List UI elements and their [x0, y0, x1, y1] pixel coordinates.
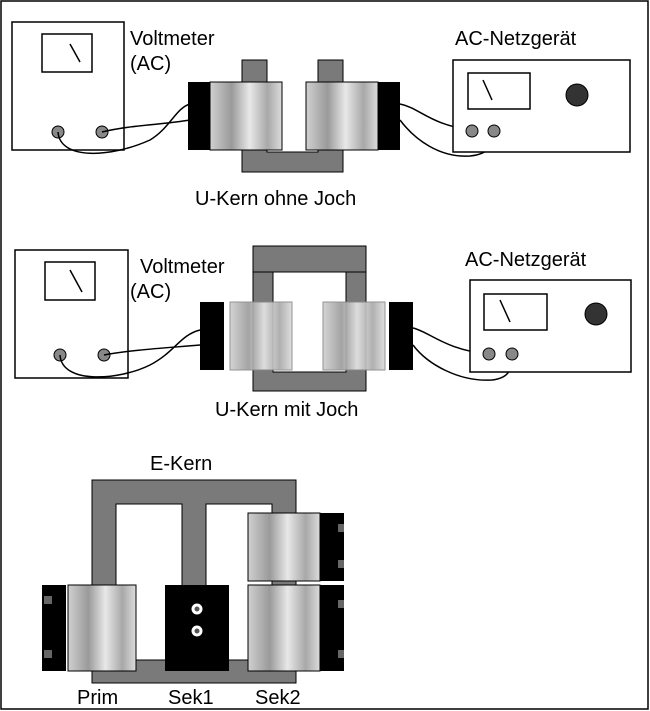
voltmeter-label-ac: (AC): [130, 53, 171, 75]
coil-flange: [389, 302, 413, 370]
coil-left: [188, 81, 283, 151]
coil-label-sek2: Sek2: [255, 687, 301, 709]
voltmeter-display: [44, 261, 96, 301]
coil-flange: [200, 302, 224, 370]
coil-terminal: [338, 600, 344, 608]
core-label: E-Kern: [150, 453, 212, 475]
voltmeter-label-ac: (AC): [130, 281, 171, 303]
power-supply-needle: [482, 79, 493, 101]
voltmeter-needle: [69, 43, 81, 63]
coil-terminal: [44, 650, 52, 658]
coil-winding: [305, 81, 379, 151]
wire: [101, 119, 191, 133]
power-supply-label: AC-Netzgerät: [465, 249, 587, 271]
setup-u-core-open: Voltmeter (AC) AC-Netzgerät U-Kern o: [11, 21, 631, 210]
power-supply-display: [483, 293, 548, 331]
coil-right: [305, 81, 400, 151]
coil-right: [322, 301, 413, 371]
coil-flange: [320, 513, 344, 581]
voltmeter-display: [41, 33, 93, 73]
core-label: U-Kern ohne Joch: [195, 188, 356, 210]
coil-label-prim: Prim: [77, 687, 118, 709]
voltmeter-label: Voltmeter: [140, 256, 225, 278]
coil-prim: [42, 584, 137, 672]
coil-label-sek1: Sek1: [168, 687, 214, 709]
setup-u-core-yoke: Voltmeter (AC) AC-Netzgerät U-K: [14, 245, 632, 421]
core-label: U-Kern mit Joch: [215, 399, 358, 421]
power-supply-terminal: [465, 124, 479, 138]
coil-winding: [247, 512, 321, 582]
power-supply-1: [452, 59, 631, 153]
power-supply-label: AC-Netzgerät: [455, 28, 577, 50]
coil-sek2-upper: [247, 512, 344, 582]
coil-left: [200, 301, 293, 371]
power-supply-needle: [499, 299, 511, 323]
wire: [57, 103, 191, 154]
power-supply-display: [467, 72, 531, 110]
voltmeter-needle: [69, 269, 83, 293]
coil-terminal: [338, 524, 344, 532]
voltmeter-label: Voltmeter: [130, 28, 215, 50]
power-supply-terminal: [482, 347, 496, 361]
coil-flange: [378, 82, 400, 150]
setup-e-core: E-Kern: [42, 453, 344, 709]
power-supply-terminal: [505, 347, 519, 361]
coil-winding: [247, 584, 321, 672]
knob-icon: [565, 83, 589, 107]
coil-winding: [209, 81, 283, 151]
coil-sek1: [165, 585, 229, 671]
wire: [59, 329, 201, 378]
coil-flange: [188, 82, 210, 150]
coil-terminal: [338, 560, 344, 568]
coil-sek2-lower: [247, 584, 344, 672]
coil-terminal: [44, 596, 52, 604]
coil-winding: [229, 301, 293, 371]
coil-winding: [322, 301, 386, 371]
socket-hole: [194, 606, 200, 612]
coil-winding: [67, 584, 137, 672]
power-supply-terminal: [487, 124, 501, 138]
voltmeter-2: [14, 249, 129, 379]
coil-flange: [320, 585, 344, 671]
power-supply-2: [469, 279, 632, 373]
coil-terminal: [338, 650, 344, 658]
wire: [103, 344, 201, 356]
socket-hole: [194, 628, 200, 634]
knob-icon: [584, 302, 608, 326]
